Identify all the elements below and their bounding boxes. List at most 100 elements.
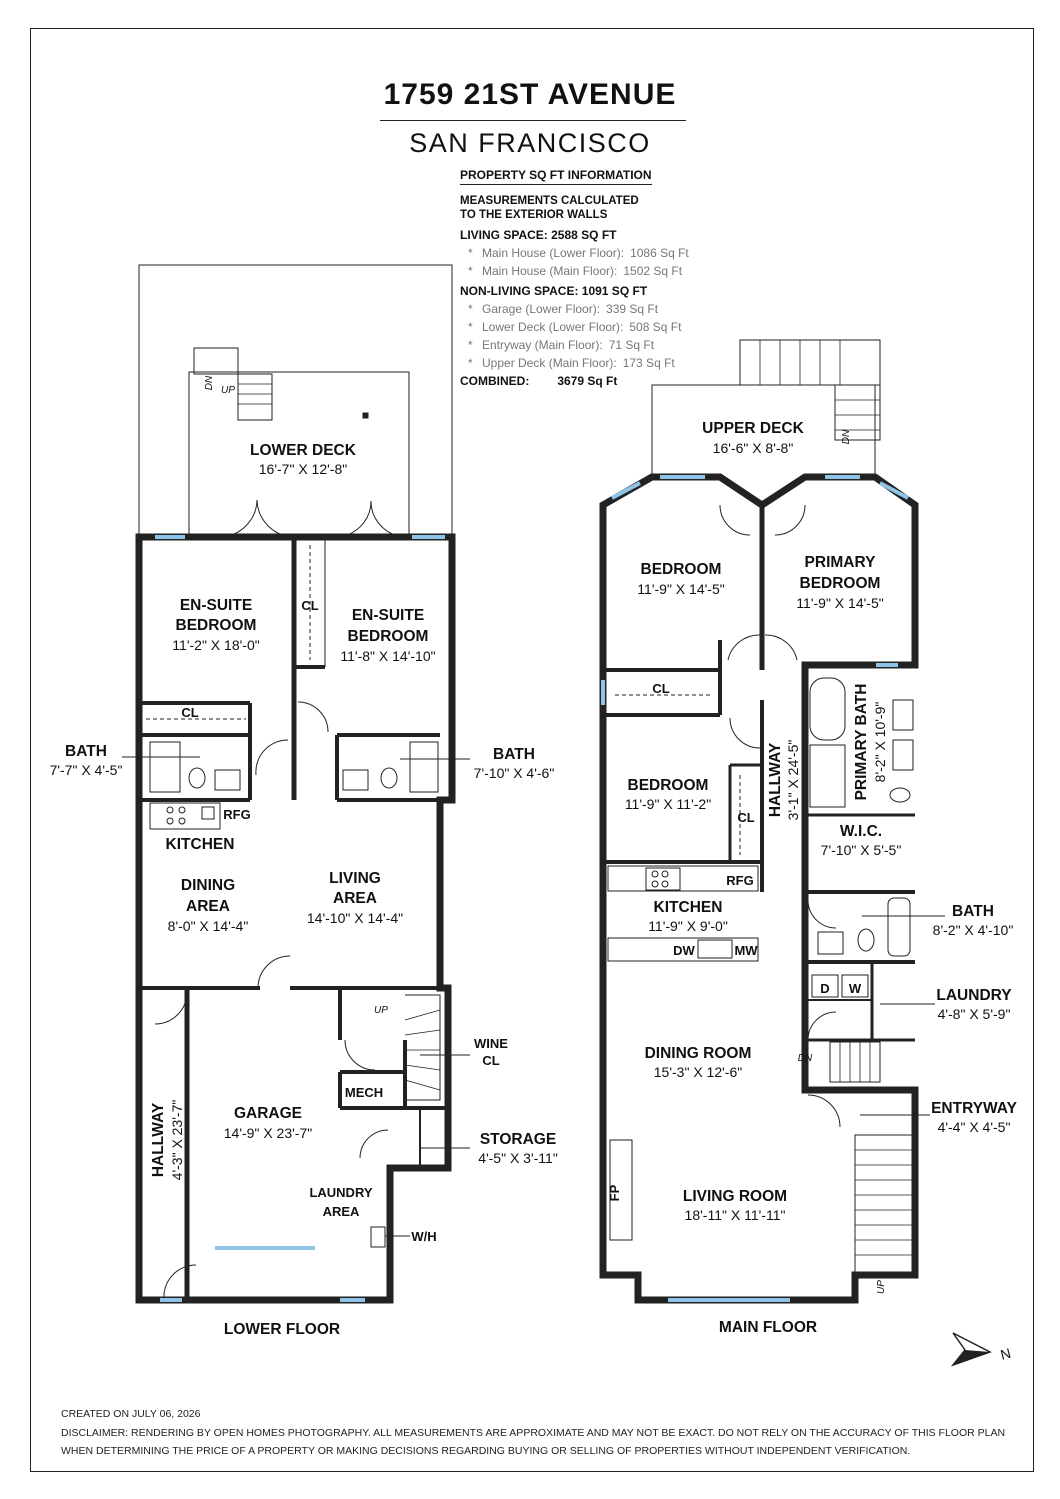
mech-room: MECH [345,1085,383,1100]
main-closet-a: CL [652,681,669,696]
bedroom2-name: BEDROOM [628,777,709,794]
wic-dims: 7'-10" X 5'-5" [821,842,902,858]
laundry-area-name1: LAUNDRY [309,1185,372,1200]
dishwasher-label: DW [673,943,695,958]
primary-bath-name: PRIMARY BATH [853,684,870,801]
lower-closet-a: CL [181,705,198,720]
lower-rfg: RFG [223,807,250,822]
deck-post [362,412,369,419]
main-hallway-name: HALLWAY [767,742,784,817]
main-closet-b: CL [737,810,754,825]
item-value: 71 Sq Ft [608,338,655,352]
page-subtitle: SAN FRANCISCO [409,128,651,158]
entryway-dims: 4'-4" X 4'-5" [938,1119,1011,1135]
fireplace-label: FP [607,1184,622,1201]
lower-bath1-dims: 7'-7" X 4'-5" [50,762,123,778]
item-label: Garage (Lower Floor): [482,302,601,316]
living-area-name2: AREA [333,890,377,907]
deck-dn: DN [841,429,852,444]
primary-bath-sink2 [892,739,914,771]
lower-bath1-tub [149,741,181,793]
list-item: *Main House (Lower Floor):1086 Sq Ft [468,246,689,260]
laundry-area-name2: AREA [323,1204,360,1219]
dryer-label: D [820,981,829,996]
ensuite1-name1: EN-SUITE [180,597,252,614]
main-floor-labels: UPPER DECK 16'-6" X 8'-8" DN BEDROOM 11'… [607,420,1018,1336]
main-bath-tub [887,897,911,957]
entryway-name: ENTRYWAY [931,1100,1018,1117]
list-item: *Garage (Lower Floor):339 Sq Ft [468,302,659,316]
main-rfg: RFG [726,873,753,888]
fireplace [609,1139,633,1241]
item-label: Upper Deck (Main Floor): [482,356,617,370]
main-kitchen-dims: 11'-9" X 9'-0" [648,918,728,934]
item-label: Main House (Lower Floor): [482,246,625,260]
bedroom1-dims: 11'-9" X 14'-5" [637,581,724,597]
main-floor-windows [601,475,909,1302]
item-value: 339 Sq Ft [606,302,659,316]
item-label: Main House (Main Floor): [482,264,618,278]
main-bath-name: BATH [952,903,994,920]
page-title: 1759 21ST AVENUE [383,78,677,111]
compass-arrow-fill [953,1350,990,1365]
main-floor-title: MAIN FLOOR [719,1319,817,1336]
combined-value: 3679 Sq Ft [557,374,618,388]
deck-stair-up: UP [221,385,235,396]
lower-bath1-toilet [188,767,206,789]
main-stair-up: UP [876,1280,887,1294]
sqft-note-line2: TO THE EXTERIOR WALLS [460,209,608,221]
garage-dims: 14'-9" X 23'-7" [224,1125,312,1141]
upper-deck-dims: 16'-6" X 8'-8" [713,440,794,456]
living-area-dims: 14'-10" X 14'-4" [307,910,403,926]
primary-bath-tub [809,677,846,741]
list-item: *Upper Deck (Main Floor):173 Sq Ft [468,356,675,370]
main-kitchen-name: KITCHEN [654,899,723,916]
lower-kitchen: KITCHEN [166,836,235,853]
dryer [811,974,839,998]
lower-floor-windows [155,535,445,1302]
laundry-name: LAUNDRY [936,987,1012,1004]
ensuite2-name1: EN-SUITE [352,607,424,624]
primary-bath-shower [809,744,846,808]
dining-area-name2: AREA [186,898,230,915]
list-item: *Lower Deck (Lower Floor):508 Sq Ft [468,320,682,334]
main-stair-dn: DN [798,1053,813,1064]
laundry-dims: 4'-8" X 5'-9" [938,1006,1011,1022]
sqft-note: MEASUREMENTS CALCULATED TO THE EXTERIOR … [460,194,689,222]
garage-name: GARAGE [234,1105,302,1122]
created-date: CREATED ON JULY 06, 2026 [61,1408,201,1420]
main-bath-toilet [857,928,875,952]
living-space-total: LIVING SPACE: 2588 SQ FT [460,228,617,242]
lower-hallway-name: HALLWAY [150,1102,167,1177]
lower-leader-lines [122,756,470,1237]
lower-bath2-sink [342,769,369,791]
wine-closet-name1: WINE [474,1036,508,1051]
lower-floor-labels: LOWER DECK 16'-7" X 12'-8" EN-SUITE BEDR… [50,375,558,1338]
main-leader-lines [860,915,945,1116]
deck-stair-landing [193,347,239,375]
main-bath-sink [817,931,844,955]
lower-bath2-name: BATH [493,746,535,763]
dining-area-name1: DINING [181,877,235,894]
storage-dims: 4'-5" X 3'-11" [478,1150,558,1166]
item-value: 1086 Sq Ft [630,246,689,260]
interior-stairs-down [829,1041,881,1083]
lower-hallway-dims: 4'-3" X 23'-7" [169,1100,185,1181]
dining-room-name: DINING ROOM [645,1045,752,1062]
ensuite2-name2: BEDROOM [348,628,429,645]
dining-room-dims: 15'-3" X 12'-6" [654,1064,742,1080]
list-item: *Entryway (Main Floor):71 Sq Ft [468,338,655,352]
ensuite1-dims: 11'-2" X 18'-0" [172,637,259,653]
primary-bath-sink1 [892,699,914,731]
water-heater-label: W/H [411,1229,436,1244]
lower-deck-outline [138,264,453,538]
primary-bedroom-name2: BEDROOM [800,575,881,592]
lower-bath1-sink [214,769,241,791]
microwave-label: MW [734,943,758,958]
ensuite1-name2: BEDROOM [176,617,257,634]
page-frame [30,28,1034,1472]
compass-label: N [999,1345,1013,1363]
sqft-note-line1: MEASUREMENTS CALCULATED [460,195,639,207]
storage-name: STORAGE [480,1131,556,1148]
